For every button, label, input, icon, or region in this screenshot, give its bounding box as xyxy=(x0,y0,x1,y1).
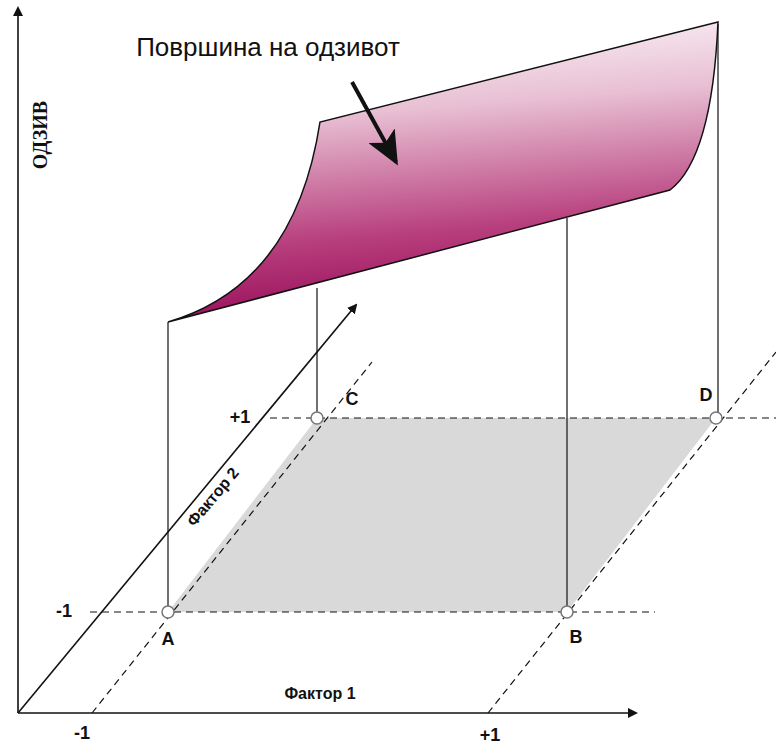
point-label: B xyxy=(570,628,583,648)
level-label: +1 xyxy=(480,726,501,746)
axis-title: Фактор 2 xyxy=(183,464,242,530)
callout-label: Површина на одзивот xyxy=(136,33,400,62)
point-label: C xyxy=(346,390,359,410)
axis-title: Фактор 1 xyxy=(284,685,355,703)
response-surface xyxy=(168,22,718,322)
level-label: -1 xyxy=(56,602,72,622)
callout-arrow xyxy=(352,82,396,162)
point-label: A xyxy=(162,630,175,650)
level-lines xyxy=(90,352,776,713)
point-label: D xyxy=(700,386,713,406)
level-label: +1 xyxy=(230,408,251,428)
level-label: -1 xyxy=(74,724,90,744)
design-points xyxy=(162,412,722,618)
axis-title: ОДЗИВ xyxy=(29,101,51,169)
